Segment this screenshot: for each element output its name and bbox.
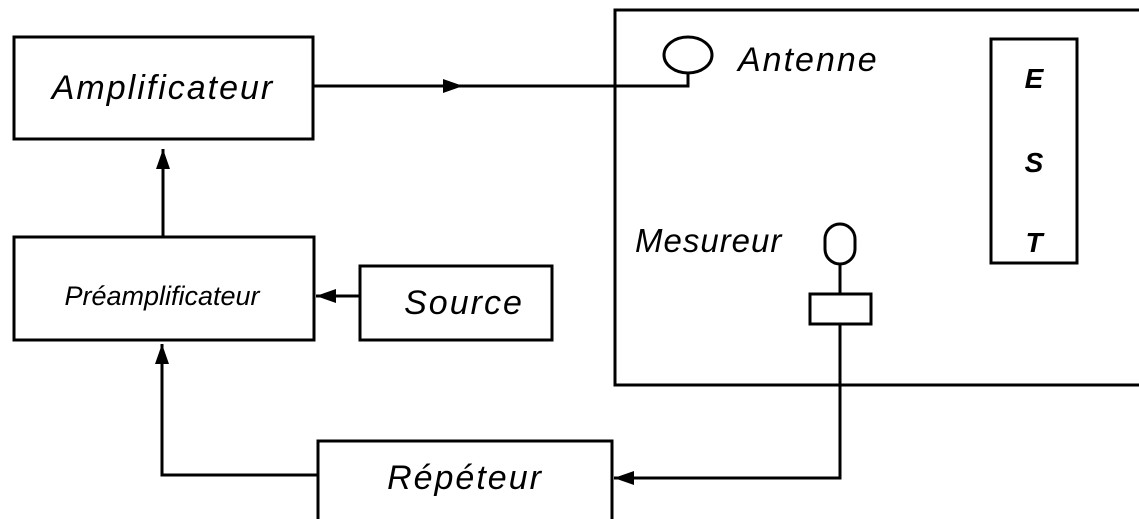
repeteur-label: Répéteur — [387, 459, 543, 497]
est-letter-s: S — [1025, 147, 1044, 178]
repeteur-box — [316, 439, 614, 519]
chamber-outline — [613, 8, 1139, 387]
est-panel — [989, 37, 1079, 265]
repeteur-block: Répéteur — [316, 439, 614, 519]
amplificateur-block: Amplificateur — [12, 35, 315, 141]
source-box — [358, 264, 554, 342]
line-repeteur-to-preamp — [160, 360, 318, 477]
amplificateur-label: Amplificateur — [50, 69, 275, 107]
amplificateur-box — [12, 35, 315, 141]
preamplificateur-label: Préamplificateur — [64, 281, 260, 311]
preamplificateur-block: Préamplificateur — [12, 235, 316, 342]
est-letter-e: E — [1025, 63, 1045, 94]
connections — [155, 73, 842, 485]
line-to-antenna — [463, 73, 690, 88]
antenna-icon — [662, 35, 714, 75]
source-label: Source — [404, 284, 524, 322]
test-chamber: Antenne E S T Mesureur — [613, 8, 1139, 387]
source-block: Source — [358, 264, 554, 342]
line-probe-to-repeteur — [635, 324, 842, 480]
est-letter-t: T — [1025, 227, 1045, 258]
detector-box — [808, 292, 873, 326]
probe-icon — [823, 222, 857, 266]
antenne-label: Antenne — [736, 41, 879, 79]
mesureur-label: Mesureur — [635, 222, 783, 259]
